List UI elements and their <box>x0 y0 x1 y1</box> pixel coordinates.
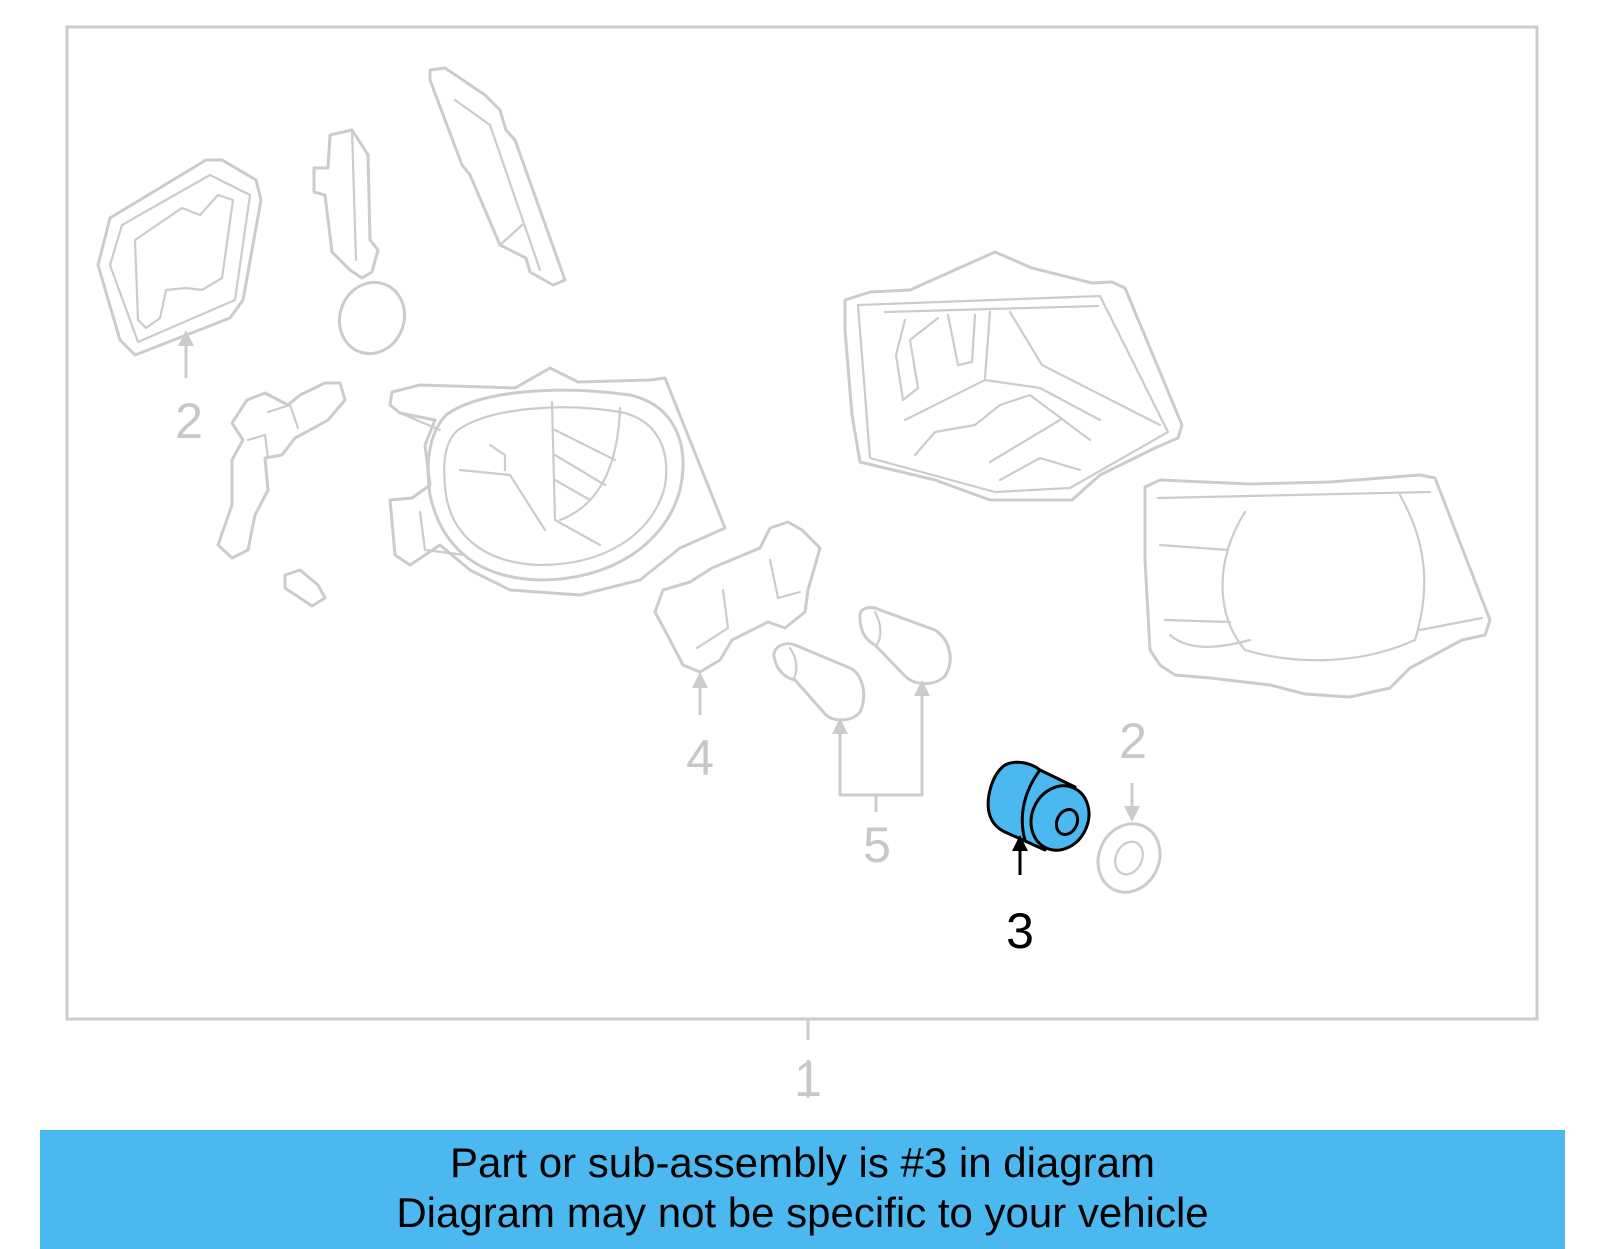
callout-4-arrowhead <box>692 672 708 688</box>
banner-line-2: Diagram may not be specific to your vehi… <box>396 1189 1209 1236</box>
small-clip-part <box>283 568 327 608</box>
mirror-glass-part <box>96 158 263 357</box>
assembly-frame <box>65 25 1539 1021</box>
lens-cover-part <box>1143 473 1492 699</box>
callout-5-right-arrowhead <box>914 680 930 696</box>
callout-4: 4 <box>686 730 714 786</box>
callout-5-left-arrowhead <box>832 718 848 734</box>
callout-5: 5 <box>863 817 891 873</box>
callout-3-arrowhead <box>1012 835 1028 851</box>
callout-2-top: 2 <box>175 393 203 449</box>
mirror-housing-part <box>388 366 727 597</box>
bulb-part-right <box>858 606 952 685</box>
washer-part <box>1096 822 1162 894</box>
callout-2-bottom: 2 <box>1119 713 1147 769</box>
gasket-part <box>338 280 406 356</box>
banner-line-1: Part or sub-assembly is #3 in diagram <box>450 1139 1155 1186</box>
bulb-part-left <box>772 642 866 722</box>
callout-1: 1 <box>794 1051 822 1107</box>
callout-2-top-arrowhead <box>178 330 194 346</box>
callout-3: 3 <box>1006 903 1034 959</box>
linkage-bracket-part <box>216 381 347 560</box>
mirror-cover-part <box>428 66 567 287</box>
lamp-housing-part <box>843 250 1184 502</box>
mirror-motor-part <box>653 520 822 674</box>
callout-2-bottom-arrowhead <box>1124 806 1140 822</box>
part-info-banner: Part or sub-assembly is #3 in diagram Di… <box>40 1130 1565 1249</box>
callout-5-bracket <box>838 686 924 797</box>
mirror-bracket-part <box>312 128 380 280</box>
highlighted-part-3 <box>986 760 1091 852</box>
